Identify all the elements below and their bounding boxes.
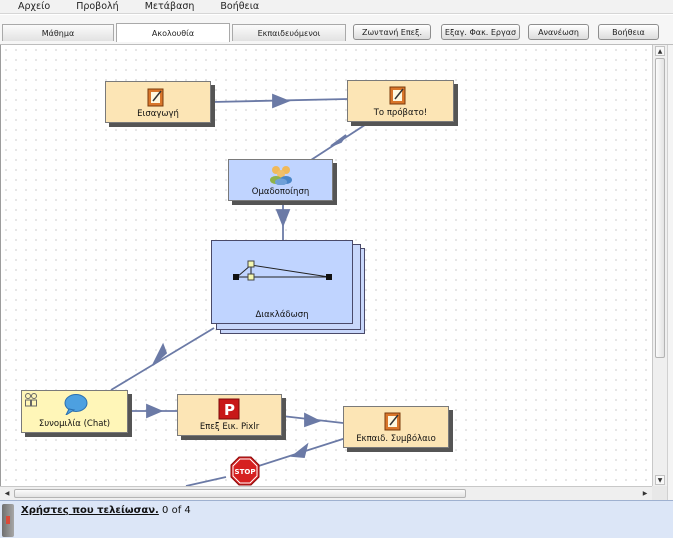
activity-problem[interactable]: Το πρόβατο! <box>347 80 458 126</box>
vertical-scrollbar[interactable]: ▲ ▼ <box>652 45 667 486</box>
arrowhead-pixlr-contract <box>304 412 322 428</box>
menu-view[interactable]: Προβολή <box>76 0 119 12</box>
activity-grouping[interactable]: Ομαδοποίηση <box>228 159 337 205</box>
status-panel: Χρήστες που τελείωσαν. 0 of 4 <box>0 500 673 538</box>
activity-grouping-label: Ομαδοποίηση <box>251 187 310 197</box>
arrowhead-contract-stop <box>290 442 309 458</box>
activity-pixlr[interactable]: P Επεξ Εικ. Pixlr <box>177 394 286 440</box>
activity-contract[interactable]: Εκπαιδ. Συμβόλαιο <box>343 406 453 452</box>
panel-resize-handle[interactable] <box>2 504 14 537</box>
right-edge-panel <box>667 45 673 500</box>
transition-arrows <box>110 93 372 486</box>
people-icon <box>25 393 37 407</box>
sequence-canvas[interactable]: Εισαγωγή Το πρόβατο! <box>0 45 652 486</box>
scroll-up-icon[interactable]: ▲ <box>655 46 665 56</box>
menu-help[interactable]: Βοήθεια <box>220 0 260 12</box>
activity-branching-label: Διακλάδωση <box>255 310 309 320</box>
activity-problem-label: Το πρόβατο! <box>373 108 428 118</box>
export-portfolio-button[interactable]: Εξαγ. Φακ. Εργασ <box>441 24 520 40</box>
activity-branching[interactable]: Διακλάδωση <box>211 240 353 324</box>
activity-pixlr-label: Επεξ Εικ. Pixlr <box>199 422 260 432</box>
scroll-corner <box>652 486 667 500</box>
scroll-left-icon[interactable]: ◀ <box>4 490 10 497</box>
arrowhead-grouping-branching <box>275 209 291 228</box>
menu-file[interactable]: Αρχείο <box>18 0 51 12</box>
group-users-icon <box>270 166 292 185</box>
tab-lesson[interactable]: Μάθημα <box>2 24 114 41</box>
activity-chat[interactable]: Συνομιλία (Chat) <box>21 390 132 437</box>
activity-intro-label: Εισαγωγή <box>137 109 179 119</box>
finished-users-count: 0 of 4 <box>158 505 191 516</box>
refresh-button[interactable]: Ανανέωση <box>528 24 589 40</box>
notebook-icon <box>147 88 164 107</box>
arrowhead-chat-pixlr <box>146 403 164 419</box>
notebook-icon <box>384 412 401 431</box>
activity-intro[interactable]: Εισαγωγή <box>105 81 215 127</box>
arrowhead-problem-grouping <box>330 134 347 147</box>
chat-bubble-icon <box>64 394 88 415</box>
arrow-branching-chat <box>110 327 215 391</box>
stop-gate-label: STOP <box>235 468 256 476</box>
menu-go[interactable]: Μετάβαση <box>144 0 195 12</box>
menu-bar: Αρχείο Προβολή Μετάβαση Βοήθεια <box>0 0 673 14</box>
stop-gate-icon[interactable]: STOP <box>230 456 260 486</box>
notebook-icon <box>389 86 406 105</box>
scroll-down-icon[interactable]: ▼ <box>655 475 665 485</box>
scroll-right-icon[interactable]: ▶ <box>642 490 648 497</box>
arrow-continuation <box>185 476 227 486</box>
activity-chat-label: Συνομιλία (Chat) <box>38 419 111 429</box>
vertical-scroll-thumb[interactable] <box>655 58 665 358</box>
branching-icon <box>233 260 332 281</box>
arrowhead-branching-chat <box>152 342 168 366</box>
finished-users-label[interactable]: Χρήστες που τελείωσαν. <box>21 505 159 516</box>
help-button[interactable]: Βοήθεια <box>598 24 659 40</box>
tab-learners[interactable]: Εκπαιδευόμενοι <box>232 24 346 41</box>
pixlr-icon: P <box>218 398 240 420</box>
activity-contract-label: Εκπαιδ. Συμβόλαιο <box>356 434 436 444</box>
tab-sequence[interactable]: Ακολουθία <box>116 23 230 42</box>
tab-bar: Μάθημα Ακολουθία Εκπαιδευόμενοι Ζωντανή … <box>0 15 673 45</box>
finished-users-text: Χρήστες που τελείωσαν. 0 of 4 <box>21 505 191 516</box>
horizontal-scrollbar[interactable]: ◀ ▶ <box>0 486 652 500</box>
svg-text:P: P <box>224 401 235 419</box>
horizontal-scroll-thumb[interactable] <box>14 489 466 498</box>
arrowhead-intro-problem <box>272 93 291 109</box>
live-edit-button[interactable]: Ζωντανή Επεξ. <box>353 24 431 40</box>
